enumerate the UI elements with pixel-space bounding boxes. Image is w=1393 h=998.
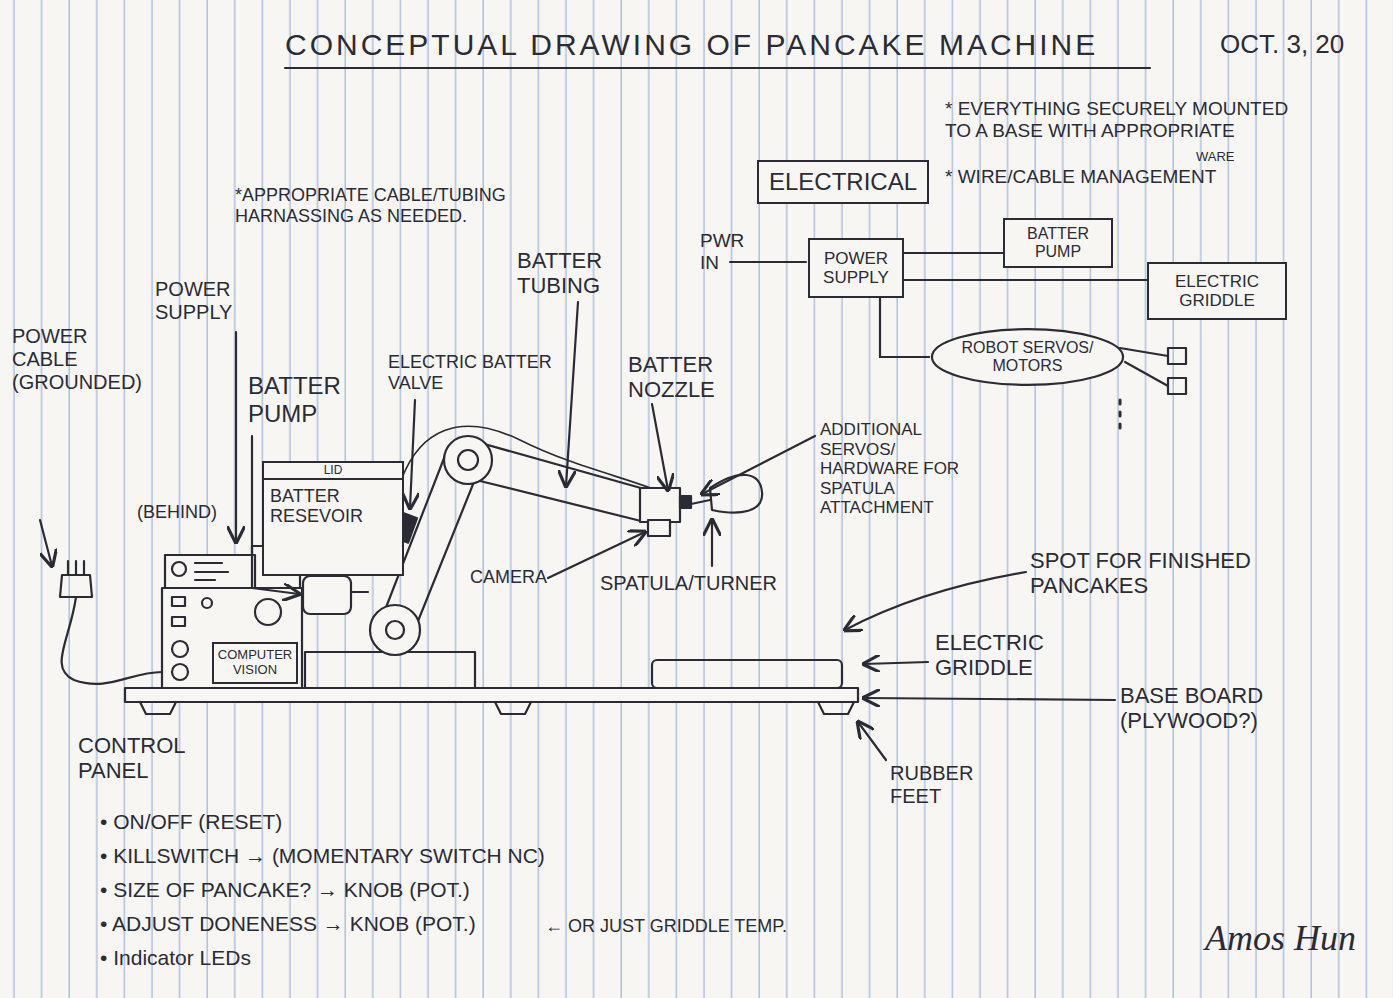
label: POWER SUPPLY <box>155 278 255 324</box>
label: WARE <box>1196 150 1235 165</box>
label: POWER CABLE (GROUNDED) <box>12 325 152 394</box>
label: SPATULA/TURNER <box>600 572 777 595</box>
label: • Indicator LEDs <box>100 946 251 970</box>
component-box: POWER SUPPLY <box>808 238 904 298</box>
power-wire <box>904 279 1147 281</box>
component-box: BATTER PUMP <box>1003 218 1113 268</box>
label: ← OR JUST GRIDDLE TEMP. <box>545 916 787 937</box>
label: CAMERA <box>470 567 547 588</box>
label: ELECTRIC BATTER VALVE <box>388 352 573 393</box>
servo-ellipse: ROBOT SERVOS/ MOTORS <box>930 328 1125 386</box>
title: CONCEPTUAL DRAWING OF PANCAKE MACHINE <box>285 28 1098 63</box>
node-text: ELECTRICAL <box>769 169 917 196</box>
component-box: ELECTRICAL <box>757 160 929 204</box>
label: • ON/OFF (RESET) <box>100 810 282 834</box>
label: • ADJUST DONENESS → KNOB (POT.) <box>100 912 476 936</box>
label: Amos Hun <box>1205 918 1356 959</box>
label: BASE BOARD (PLYWOOD?) <box>1120 683 1335 734</box>
component-box: COMPUTER VISION <box>212 642 298 684</box>
node-text: ROBOT SERVOS/ MOTORS <box>954 339 1101 375</box>
label: * WIRE/CABLE MANAGEMENT <box>945 166 1216 188</box>
component-box: ELECTRIC GRIDDLE <box>1147 262 1287 320</box>
label: BATTER PUMP <box>248 372 360 427</box>
label: RUBBER FEET <box>890 762 1005 808</box>
node-text: COMPUTER VISION <box>217 648 293 677</box>
label: • SIZE OF PANCAKE? → KNOB (POT.) <box>100 878 470 902</box>
label: BATTER TUBING <box>517 248 667 299</box>
label: BATTER NOZZLE <box>628 352 778 403</box>
label: ADDITIONAL SERVOS/ HARDWARE FOR SPATULA … <box>820 420 990 518</box>
node-text: ELECTRIC GRIDDLE <box>1155 272 1279 310</box>
component-box: BATTER RESEVOIR <box>262 478 404 576</box>
label: • KILLSWITCH → (MOMENTARY SWITCH NC) <box>100 844 545 868</box>
node-text: BATTER RESEVOIR <box>270 486 396 526</box>
label: PWR IN <box>700 230 755 274</box>
node-text: LID <box>324 464 343 477</box>
label: ELECTRIC GRIDDLE <box>935 630 1065 681</box>
label: CONTROL PANEL <box>78 733 238 784</box>
label: (BEHIND) <box>137 502 217 523</box>
node-text: POWER SUPPLY <box>815 249 897 287</box>
label: *APPROPRIATE CABLE/TUBING HARNASSING AS … <box>235 185 565 226</box>
power-wire <box>880 298 930 357</box>
label: * EVERYTHING SECURELY MOUNTED TO A BASE … <box>945 98 1295 142</box>
label: SPOT FOR FINISHED PANCAKES <box>1030 548 1330 599</box>
node-text: BATTER PUMP <box>1010 225 1106 261</box>
power-wire <box>904 252 1003 254</box>
label: OCT. 3, 20 <box>1220 30 1344 60</box>
